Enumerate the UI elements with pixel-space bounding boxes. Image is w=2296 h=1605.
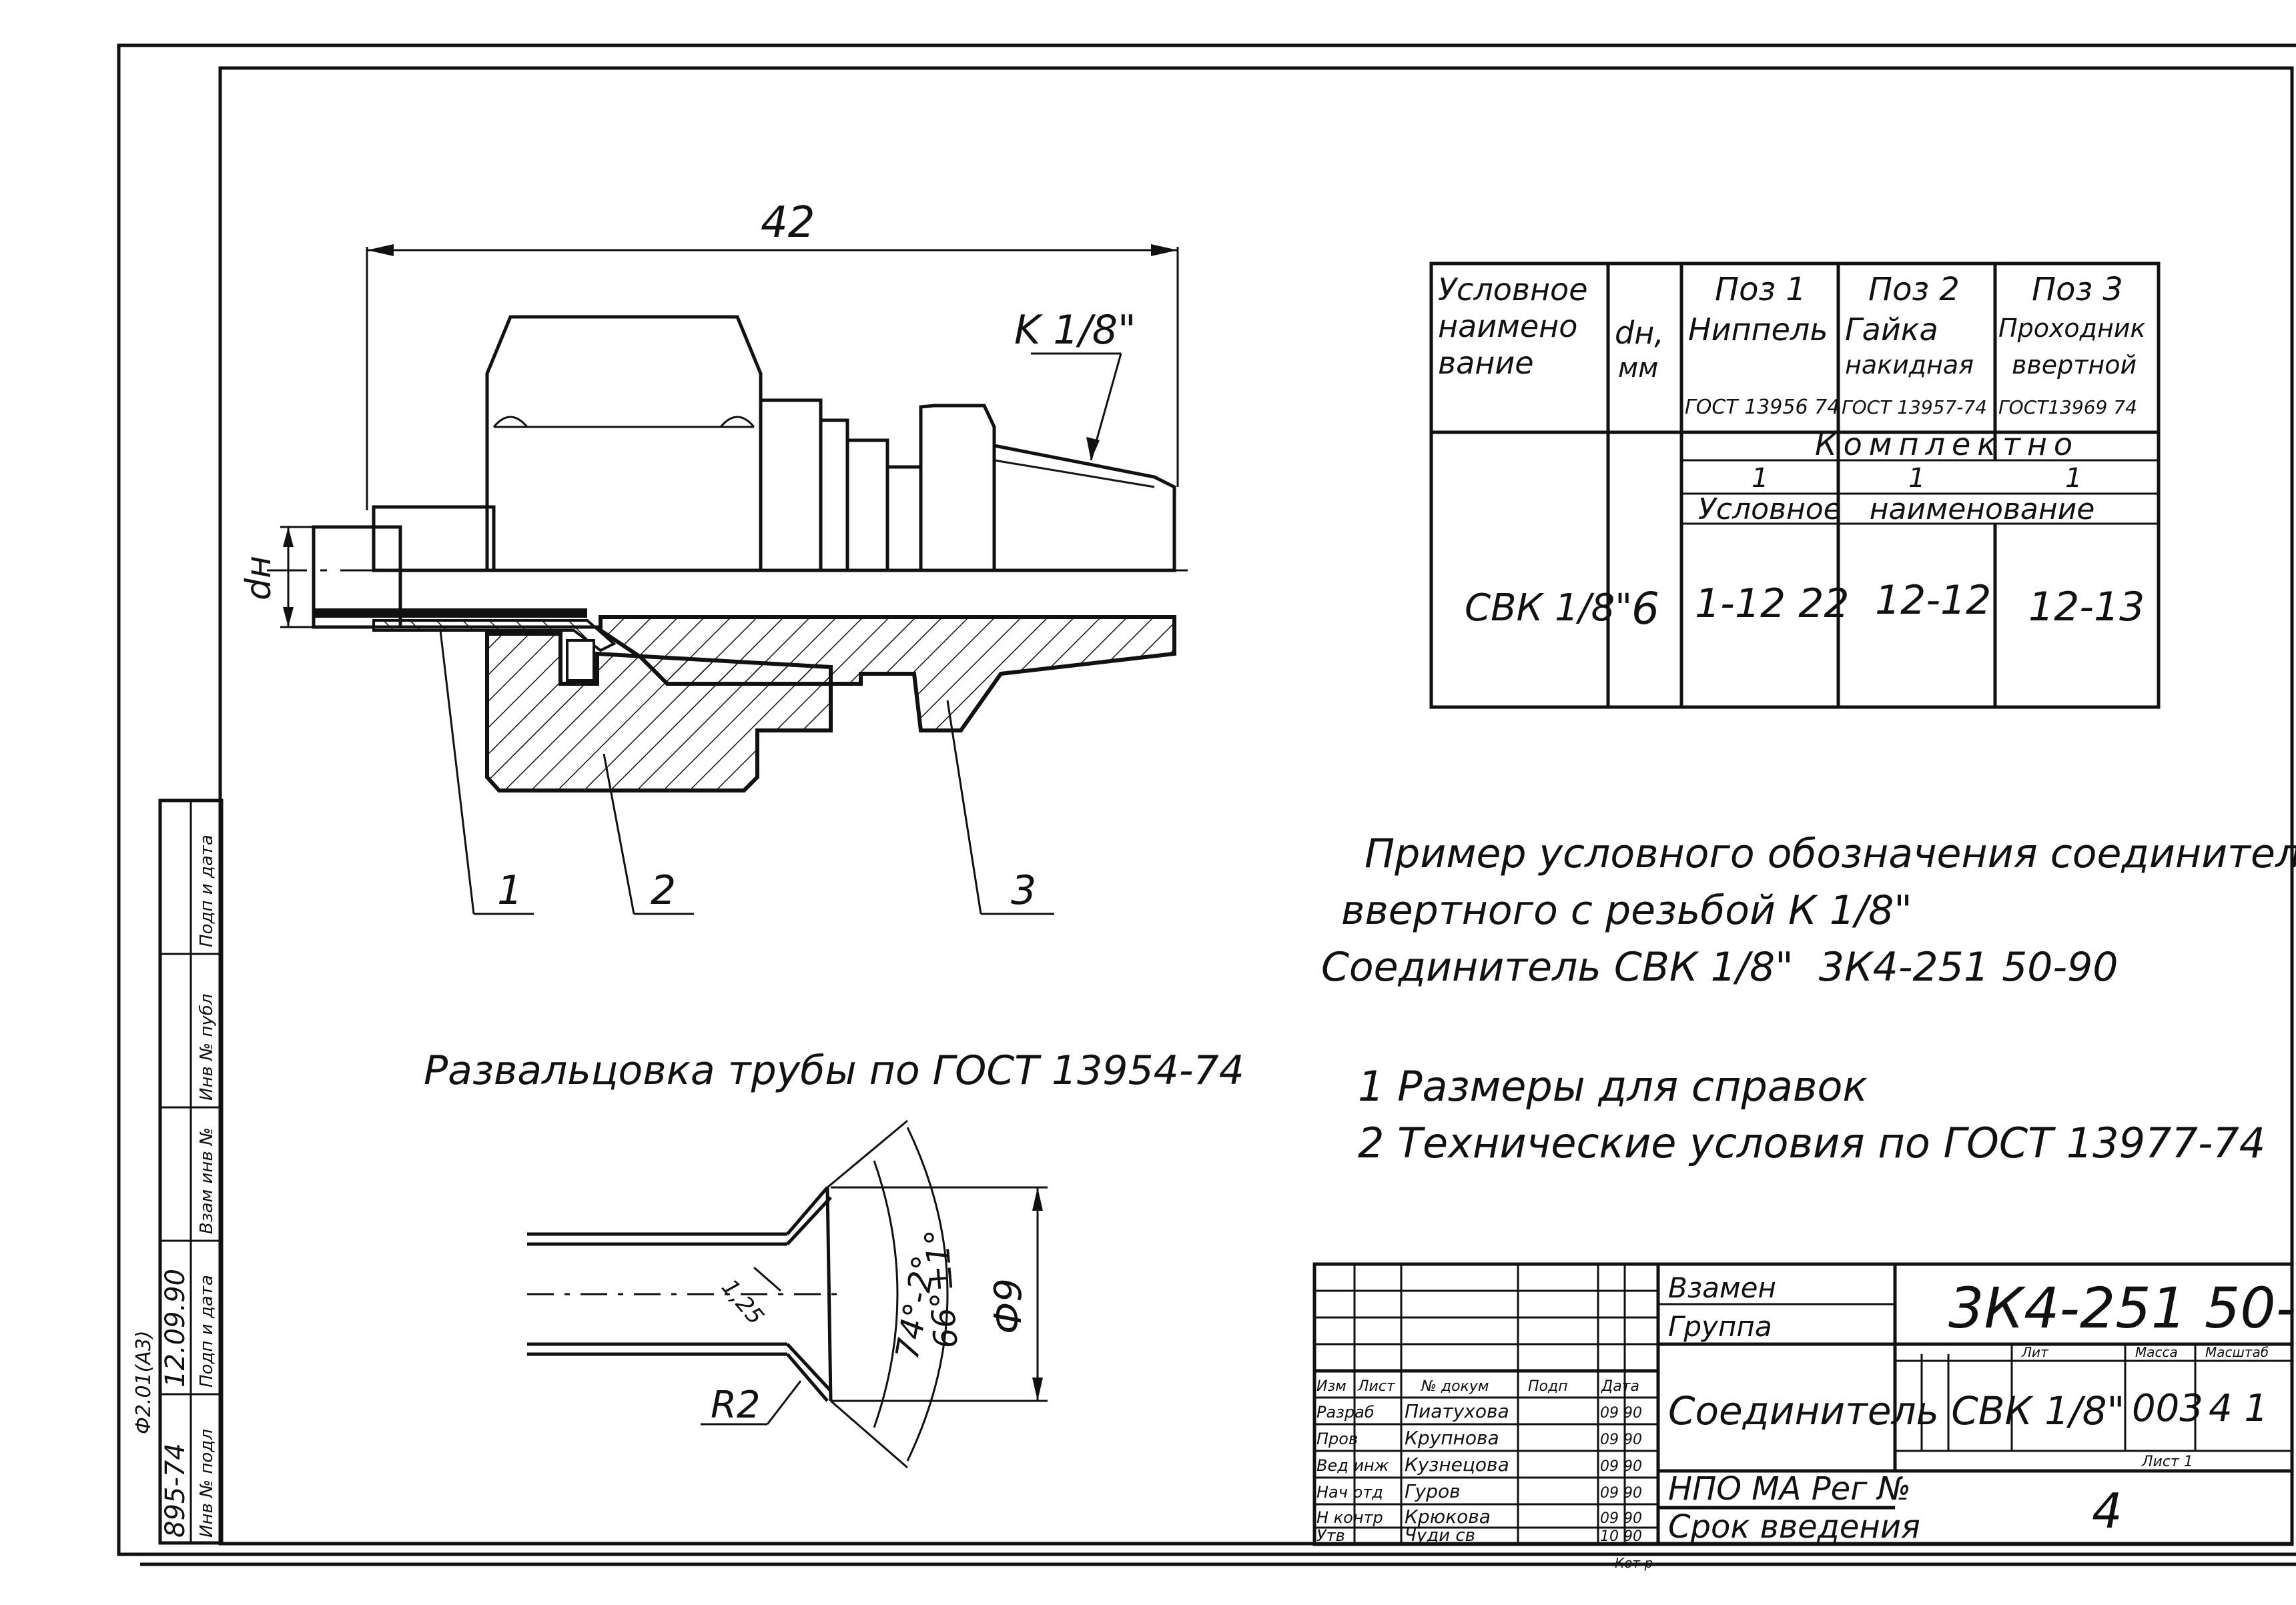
tb-head-data: Дата (1601, 1378, 1639, 1395)
th-col1-l1: Условное (1438, 272, 1588, 308)
tb-date-6: 10 90 (1600, 1528, 1642, 1545)
th-col2-l2: мм (1618, 353, 1658, 384)
tb-mass: 003 (2132, 1387, 2203, 1430)
tb-srok: Срок введения (1668, 1508, 1920, 1546)
tb-date-5: 09 90 (1600, 1510, 1642, 1527)
note-1: 1 Размеры для справок (1358, 1062, 1868, 1111)
stamp-label-4: Подп и дата (197, 1275, 217, 1388)
title-block: Изм Лист № докум Подп Дата Разраб Пиатух… (1312, 1262, 2296, 1571)
stamp-label-2: Инв № публ (197, 994, 217, 1101)
flaring-wall: 1,25 (716, 1274, 769, 1330)
tb-name-1: Пиатухова (1405, 1400, 1509, 1422)
th-col4-l3: накидная (1845, 350, 1974, 380)
th-col5-l4: ГОСТ13969 74 (1998, 396, 2137, 418)
tb-role-4: Нач отд (1316, 1483, 1383, 1502)
tb-head-izm: Изм (1316, 1378, 1347, 1395)
count-1: 1 (1752, 463, 1768, 494)
stamp-code: Ф2.01(А3) (132, 1330, 155, 1434)
notes: 1 Размеры для справок 2 Технические усло… (1358, 1062, 2265, 1167)
th-col4-l1: Поз 2 (1868, 271, 1960, 308)
th-col1-l2: наимено (1438, 308, 1577, 344)
tb-head-list: Лист (1357, 1378, 1396, 1395)
callout-1: 1 (497, 867, 522, 914)
designation-example: Пример условного обозначения соединителя… (1321, 831, 2296, 991)
row-dn: 6 (1631, 583, 1659, 634)
th-col4-l4: ГОСТ 13957-74 (1842, 396, 1987, 418)
tb-role-3: Вед инж (1316, 1456, 1389, 1475)
tb-head-doc: № докум (1421, 1378, 1489, 1395)
example-line-3: Соединитель СВК 1/8" 3К4-251 50-90 (1321, 944, 2118, 991)
example-line-2: ввертного с резьбой К 1/8" (1341, 887, 1912, 934)
th-col3-l2: Ниппель (1688, 312, 1828, 348)
tb-date-2: 09 90 (1600, 1432, 1642, 1448)
callout-3: 3 (1011, 867, 1036, 914)
row-poz1: 1-12 22 (1695, 580, 1850, 627)
th-col2-l1: dн, (1615, 315, 1664, 351)
count-3: 1 (2065, 463, 2082, 494)
tb-vzamen: Взамен (1668, 1271, 1776, 1304)
callout-2: 2 (651, 867, 676, 914)
tb-name-3: Кузнецова (1405, 1454, 1509, 1476)
row-poz2: 12-12 (1875, 577, 1991, 624)
uslovnoe-label: Условное наименование (1698, 492, 2094, 526)
dim-dn-label: dн (239, 556, 279, 600)
th-col4-l2: Гайка (1845, 312, 1938, 348)
row-name: СВК 1/8" (1465, 586, 1632, 630)
th-col1-l3: вание (1438, 345, 1534, 381)
komplektno-label: Комплектно (1815, 426, 2079, 462)
tb-date-1: 09 90 (1600, 1405, 1642, 1422)
tb-col-massa: Масса (2135, 1344, 2178, 1360)
tb-date-4: 09 90 (1600, 1485, 1642, 1502)
tb-role-6: Утв (1316, 1526, 1345, 1545)
th-col5-l2: Проходник (1998, 314, 2145, 343)
th-col3-l3: ГОСТ 13956 74 (1685, 396, 1840, 419)
flaring-diameter: Ф9 (987, 1278, 1030, 1334)
tb-name-6: Чуди св (1405, 1526, 1475, 1546)
tb-col-scale: Масштаб (2205, 1344, 2269, 1360)
tb-role-5: Н контр (1316, 1508, 1383, 1527)
th-col3-l1: Поз 1 (1715, 271, 1806, 308)
spec-table: Условное наимено вание dн, мм Поз 1 Нипп… (1429, 261, 2161, 709)
tb-date-3: 09 90 (1600, 1458, 1642, 1475)
tb-scale: 4 1 (2209, 1387, 2268, 1430)
tb-sheet: Лист 1 (2141, 1454, 2193, 1470)
stamp-value-date: 12.09.90 (160, 1269, 191, 1388)
thread-label: K 1/8" (1014, 307, 1136, 354)
flaring-title: Развальцовка трубы по ГОСТ 13954-74 (424, 1047, 1244, 1094)
tb-name-4: Гуров (1405, 1480, 1461, 1502)
stamp-label-5: Инв № подл (197, 1429, 217, 1538)
tb-doc-code: 3К4-251 50-90 (1948, 1275, 2296, 1341)
count-2: 1 (1908, 463, 1925, 494)
stamp-label-3: Взам инв № (197, 1127, 217, 1234)
row-poz3: 12-13 (2028, 584, 2145, 630)
fitting-section-drawing: 42 dн K 1/8" (239, 198, 1194, 915)
th-col5-l1: Поз 3 (2032, 271, 2123, 308)
stamp-label-1: Подп и дата (197, 835, 217, 947)
side-stamp: Подп и дата Инв № публ Взам инв № Подп и… (132, 798, 224, 1545)
tb-product: Соединитель СВК 1/8" (1668, 1388, 2125, 1434)
tb-name-5: Крюкова (1405, 1506, 1491, 1528)
th-col5-l3: ввертной (2012, 350, 2137, 380)
flaring-radius: R2 (711, 1384, 761, 1427)
dim-length-label: 42 (761, 198, 815, 247)
outer-frame (117, 43, 2296, 1556)
tb-head-podp: Подп (1528, 1378, 1568, 1395)
example-line-1: Пример условного обозначения соединителя (1365, 831, 2296, 877)
tb-gruppa: Группа (1668, 1310, 1772, 1343)
tb-name-2: Крупнова (1405, 1427, 1499, 1449)
tb-role-2: Пров (1316, 1430, 1358, 1448)
tb-role-1: Разраб (1316, 1403, 1375, 1422)
tb-col-lit: Лит (2021, 1344, 2049, 1360)
tb-sheet-no: 4 (2092, 1483, 2123, 1539)
tb-org: НПО МА Рег № (1668, 1470, 1911, 1508)
note-2: 2 Технические условия по ГОСТ 13977-74 (1358, 1119, 2265, 1167)
stamp-value-inv: 895-74 (160, 1443, 191, 1538)
flaring-detail: Развальцовка трубы по ГОСТ 13954-74 Ф9 7… (424, 1047, 1244, 1469)
